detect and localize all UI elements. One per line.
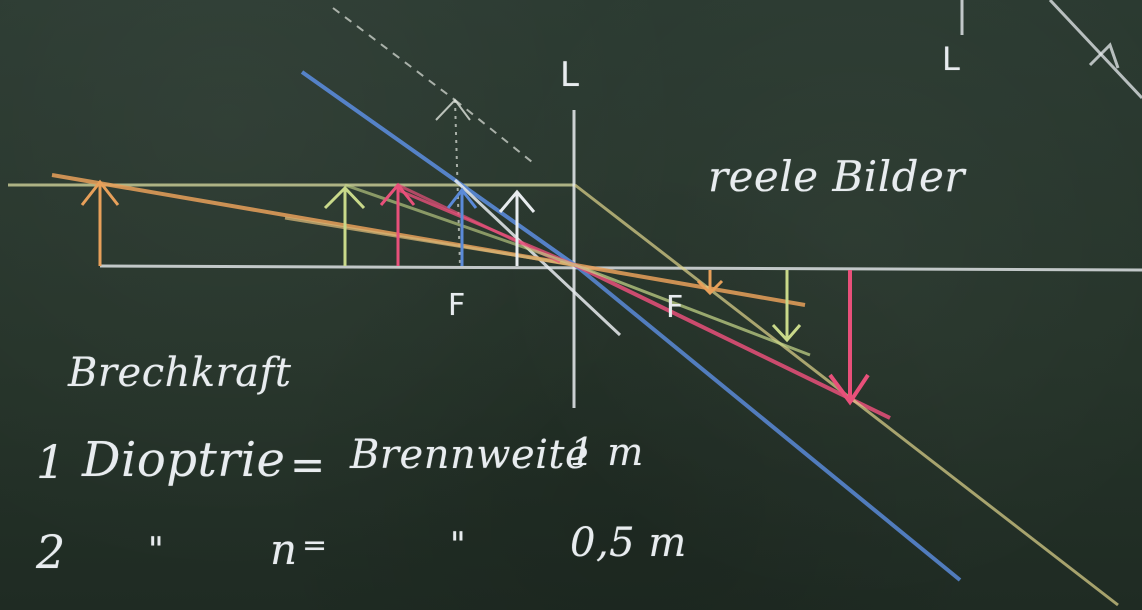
green-arrowhead <box>323 185 366 210</box>
yellow-ray <box>284 216 576 267</box>
pink-arrowhead <box>379 182 416 206</box>
line2-equals: = <box>302 528 328 563</box>
line1-number: 1 <box>36 435 66 489</box>
pink-image-arrowhead <box>828 373 870 406</box>
line1-word: Dioptrie <box>82 432 286 488</box>
orange-ray <box>574 263 806 307</box>
blue-ray <box>573 263 962 582</box>
pink-ray <box>574 263 891 420</box>
line1-term: Brennweite <box>350 432 590 478</box>
focal-label-right: F <box>666 290 684 325</box>
blue-ray <box>300 70 577 267</box>
line2-value: 0,5 m <box>570 520 687 566</box>
virtual-arrowhead <box>435 98 471 121</box>
orange-image-arrowhead <box>696 279 724 296</box>
real-images-label: reele Bilder <box>708 152 965 201</box>
optical-axis <box>99 264 1142 272</box>
orange-arrowhead <box>80 179 120 206</box>
focal-label-left: F <box>448 288 466 323</box>
green-ray <box>344 183 576 267</box>
dotted-virtual-object <box>454 99 461 267</box>
blue-arrowhead <box>446 187 478 209</box>
dashed-construction-line <box>454 99 533 163</box>
dashed-construction-line <box>332 7 456 101</box>
notes-heading: Brechkraft <box>68 350 292 396</box>
line1-value: 1 m <box>570 430 644 474</box>
line2-n: n <box>270 525 298 574</box>
line2-ditto-b: " <box>450 525 467 565</box>
lens-label-right: L <box>942 40 961 78</box>
line2-ditto-a: " <box>148 530 165 570</box>
green-ray <box>574 263 811 357</box>
line2-number: 2 <box>36 525 66 579</box>
partial-arrowhead <box>1088 42 1120 69</box>
green-image-arrowhead <box>771 323 802 343</box>
white-arrowhead <box>498 189 536 213</box>
partial-ray <box>1048 0 1142 100</box>
line1-equals: = <box>290 440 326 489</box>
lens-label-left: L <box>560 55 580 95</box>
